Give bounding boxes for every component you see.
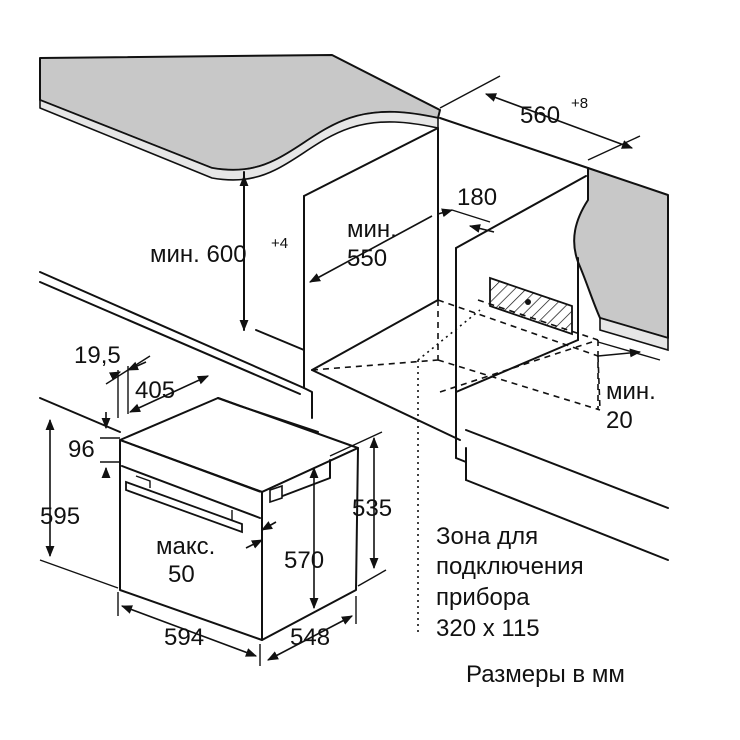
- dimension-labels: 560 +8 180 мин. 550 мин. 600 +4 19,5 405…: [40, 95, 656, 688]
- label-19-5: 19,5: [74, 342, 121, 369]
- zone-text-line3: прибора: [436, 584, 530, 611]
- label-600: мин. 600: [150, 241, 247, 268]
- label-560-sup: +8: [571, 95, 588, 112]
- label-594: 594: [164, 624, 204, 651]
- label-550-value: 550: [347, 245, 387, 272]
- zone-text-line1: Зона для: [436, 523, 538, 550]
- label-405: 405: [135, 377, 175, 404]
- label-570: 570: [284, 547, 324, 574]
- label-max-value: 50: [168, 561, 195, 588]
- label-max-word: макс.: [156, 533, 215, 560]
- label-550-word: мин.: [347, 216, 397, 243]
- zone-text-line4: 320 x 115: [436, 615, 540, 642]
- label-180: 180: [457, 184, 497, 211]
- label-548: 548: [290, 624, 330, 651]
- label-560: 560: [520, 102, 560, 129]
- label-600-sup: +4: [271, 235, 288, 252]
- label-20-value: 20: [606, 407, 633, 434]
- label-96: 96: [68, 436, 95, 463]
- countertop-left: [39, 54, 441, 181]
- zone-text-line2: подключения: [436, 553, 584, 580]
- label-535: 535: [352, 495, 392, 522]
- label-20-word: мин.: [606, 378, 656, 405]
- label-595: 595: [40, 503, 80, 530]
- dimension-lines: [39, 75, 661, 666]
- units-note: Размеры в мм: [466, 661, 625, 688]
- connection-zone: [489, 276, 573, 336]
- hidden-niche-lines: [311, 299, 601, 632]
- countertop-right: [573, 167, 669, 352]
- oven: [119, 397, 359, 641]
